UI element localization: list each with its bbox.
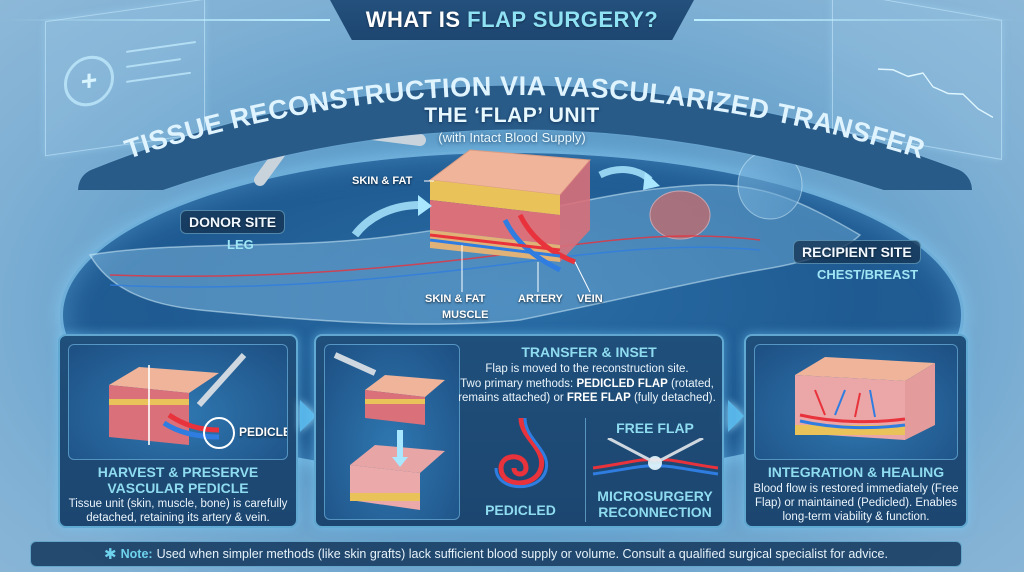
layer-label-muscle: MUSCLE [442, 309, 489, 321]
microsurgery-label-line2: RECONNECTION [598, 504, 712, 520]
layer-label-artery: ARTERY [518, 293, 563, 305]
banner: TISSUE RECONSTRUCTION VIA VASCULARIZED T… [77, 71, 973, 190]
transfer-illustration [324, 344, 460, 520]
method-free: FREE FLAP [566, 392, 631, 404]
step-body-line1: Flap is moved to the reconstruction site… [485, 363, 689, 375]
hud-panel-right [832, 0, 1002, 160]
spiral-pedicle-icon [494, 417, 549, 489]
sub-panel-pedicled: PEDICLED [456, 417, 586, 522]
line-graph-icon [877, 68, 994, 119]
donor-to-flap-arrow [351, 201, 421, 238]
star-of-life-icon: ✱ [104, 546, 117, 563]
donor-site-location: LEG [227, 237, 254, 252]
note-label: Note: [120, 547, 153, 561]
recipient-site-location: CHEST/BREAST [817, 267, 919, 282]
layer-label-vein: VEIN [577, 293, 603, 305]
title-bar: WHAT IS FLAP SURGERY? [330, 0, 694, 40]
pedicled-label: PEDICLED [485, 502, 556, 518]
pedicle-highlight [203, 417, 235, 449]
pedicle-label: PEDICLE [239, 425, 288, 439]
scalpel-icon [196, 352, 247, 408]
step-card-harvest: PEDICLE HARVEST & PRESERVE VASCULAR PEDI… [58, 334, 298, 528]
recipient-site-marker [649, 190, 711, 240]
method-pedicled: PEDICLED FLAP [576, 378, 668, 390]
recipient-site-label: RECIPIENT SITE [793, 240, 921, 264]
free-flap-label: FREE FLAP [616, 420, 694, 436]
layer-label-skin-fat-top: SKIN & FAT [352, 175, 413, 187]
sub-panel-free-flap: FREE FLAP MICROSURGERY RECONNECTION [588, 418, 722, 522]
note-bar: ✱ Note: Used when simpler methods (like … [30, 541, 962, 567]
flap-unit-title: THE ‘FLAP’ UNIT [424, 104, 600, 127]
chevron-right-icon [728, 400, 744, 432]
flap-block [428, 149, 592, 273]
step-card-healing: INTEGRATION & HEALING Blood flow is rest… [744, 334, 968, 528]
step-body: Tissue unit (skin, muscle, bone) is care… [68, 498, 288, 524]
note-text: Used when simpler methods (like skin gra… [156, 547, 888, 561]
flap-unit-subtitle: (with Intact Blood Supply) [438, 130, 586, 145]
step-title-line2: VASCULAR PEDICLE [107, 480, 249, 496]
step-title-line1: HARVEST & PRESERVE [97, 464, 259, 480]
arrow-down-icon [392, 457, 408, 467]
harvest-illustration: PEDICLE [68, 344, 288, 460]
microsurgery-label-line1: MICROSURGERY [597, 488, 713, 504]
step-card-transfer: TRANSFER & INSET Flap is moved to the re… [314, 334, 724, 528]
healing-illustration [754, 344, 958, 460]
step-body: Blood flow is restored immediately (Free… [753, 483, 959, 523]
microsurgery-icon [592, 438, 719, 476]
donor-site-label: DONOR SITE [180, 210, 286, 234]
step-title: INTEGRATION & HEALING [767, 464, 945, 480]
step-title: TRANSFER & INSET [521, 344, 657, 360]
step-body-line2: Two primary methods: PEDICLED FLAP (rota… [458, 378, 716, 404]
title-glow-left [0, 19, 330, 21]
title-glow-right [694, 19, 1024, 21]
robotic-gripper-icon [333, 352, 377, 376]
title-accent: FLAP SURGERY? [467, 7, 659, 32]
page-title: WHAT IS FLAP SURGERY? [365, 7, 659, 32]
layer-label-skin-fat: SKIN & FAT [425, 293, 486, 305]
chevron-right-icon [300, 400, 316, 432]
